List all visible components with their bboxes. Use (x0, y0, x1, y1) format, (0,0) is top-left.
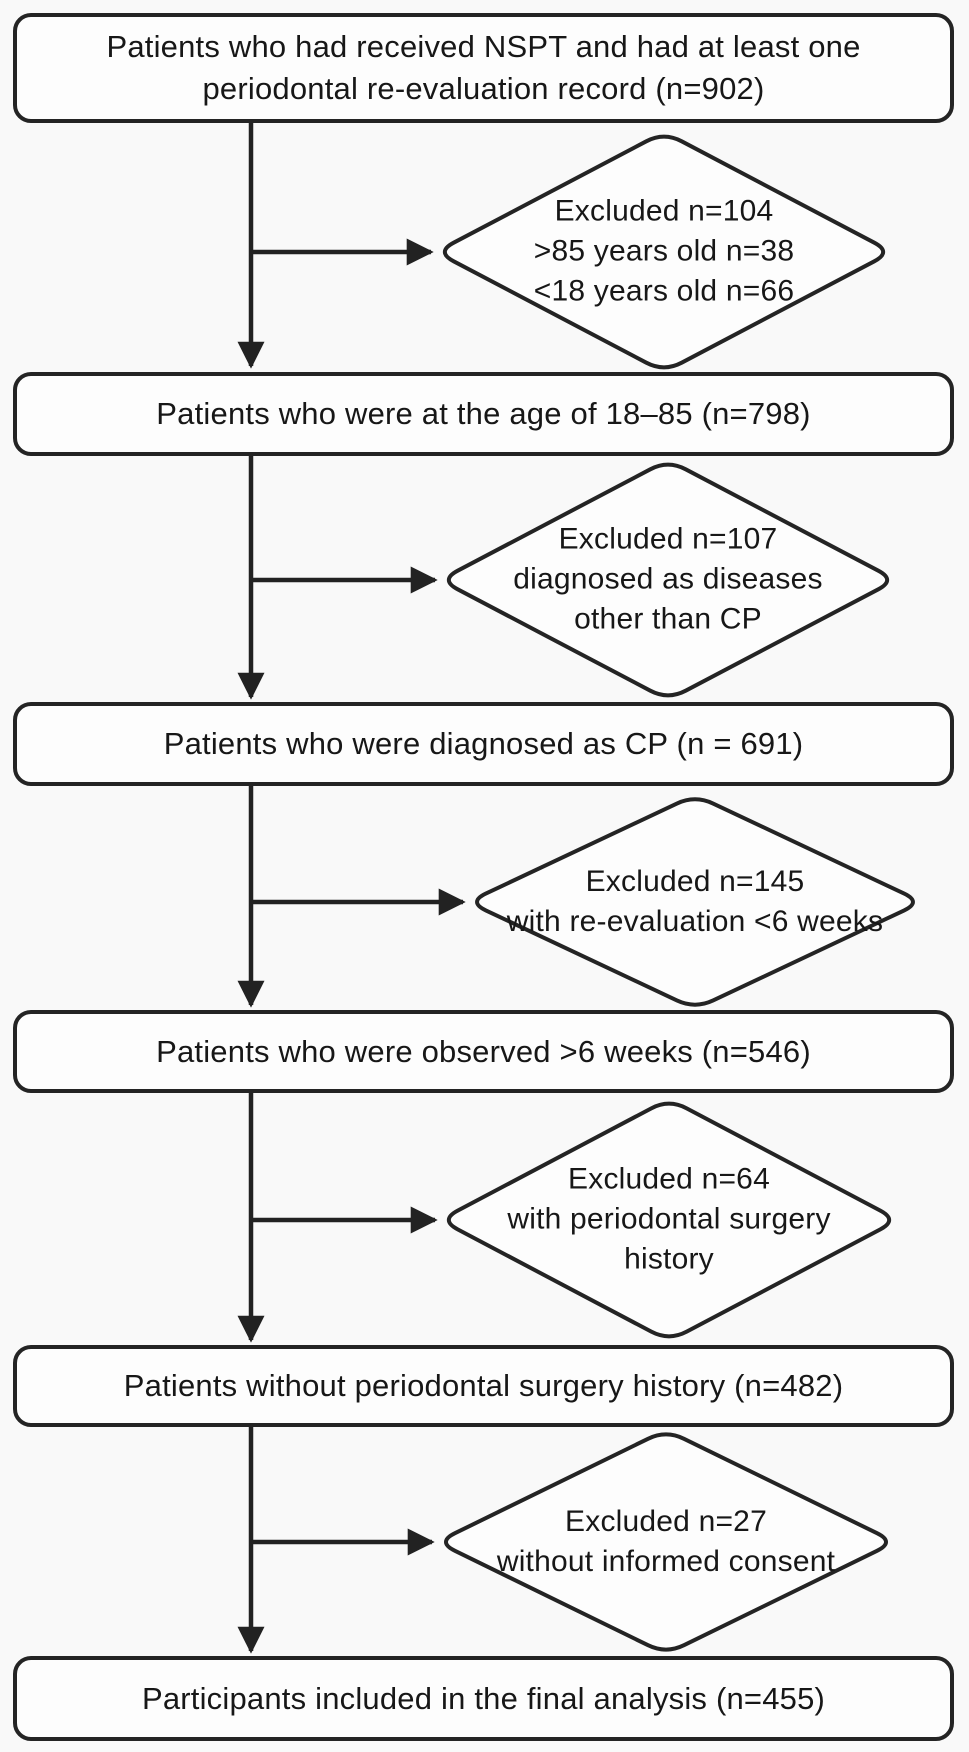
flow-box-label: Patients who had received NSPT and had a… (106, 29, 861, 106)
flow-box-label: Patients who were observed >6 weeks (n=5… (156, 1033, 811, 1069)
exclusion-diamond-shape-consent (444, 1432, 888, 1652)
flow-box-label: Patients who were diagnosed as CP (n = 6… (163, 726, 804, 762)
exclusion-diamond-shape-reeval (475, 797, 915, 1007)
flow-box-no-perio-surgery: Patients without periodontal surgery his… (13, 1345, 954, 1427)
flow-box-observed-6-weeks: Patients who were observed >6 weeks (n=5… (13, 1010, 954, 1093)
exclusion-line: Excluded n=107 (558, 522, 778, 556)
exclusion-diamond-shape-age (442, 134, 886, 370)
flow-box-age-18-85: Patients who were at the age of 18–85 (n… (13, 372, 954, 456)
flow-box-received-nspt: Patients who had received NSPT and had a… (13, 13, 954, 123)
exclusion-line: with periodontal surgery (507, 1202, 831, 1236)
exclusion-diamond-shape-surgery (446, 1101, 892, 1339)
arrow-layer (237, 123, 466, 1654)
flow-box-label: Patients without periodontal surgery his… (123, 1368, 844, 1404)
exclusion-line: history (624, 1243, 714, 1277)
exclusion-line: without informed consent (496, 1545, 836, 1578)
exclusion-line: diagnosed as diseases (513, 562, 823, 596)
flow-box-label: Participants included in the final analy… (141, 1680, 826, 1716)
exclusion-line: <18 years old n=66 (533, 275, 795, 309)
exclusion-line: Excluded n=104 (554, 194, 774, 228)
exclusion-diamond-surgery-label: Excluded n=64 with periodontal surgery h… (440, 1160, 898, 1281)
flow-box-label: Patients who were at the age of 18–85 (n… (156, 396, 811, 432)
exclusion-diamond-shapes (442, 134, 915, 1652)
exclusion-diamond-not-cp-label: Excluded n=107 diagnosed as diseases oth… (440, 520, 896, 641)
exclusion-diamond-shape-not-cp (446, 462, 890, 698)
exclusion-line: >85 years old n=38 (533, 234, 795, 268)
exclusion-line: Excluded n=145 (585, 864, 805, 898)
exclusion-line: Excluded n=64 (568, 1162, 770, 1196)
exclusion-line: with re-evaluation <6 weeks (506, 905, 884, 938)
flow-box-final-analysis: Participants included in the final analy… (13, 1656, 954, 1741)
flow-box-diagnosed-cp: Patients who were diagnosed as CP (n = 6… (13, 702, 954, 786)
exclusion-line: other than CP (574, 603, 762, 637)
exclusion-diamond-age-label: Excluded n=104 >85 years old n=38 <18 ye… (436, 192, 892, 313)
exclusion-diamond-consent-label: Excluded n=27 without informed consent (437, 1502, 895, 1582)
exclusion-diamond-reeval-label: Excluded n=145 with re-evaluation <6 wee… (468, 862, 922, 942)
exclusion-line: Excluded n=27 (565, 1504, 767, 1538)
